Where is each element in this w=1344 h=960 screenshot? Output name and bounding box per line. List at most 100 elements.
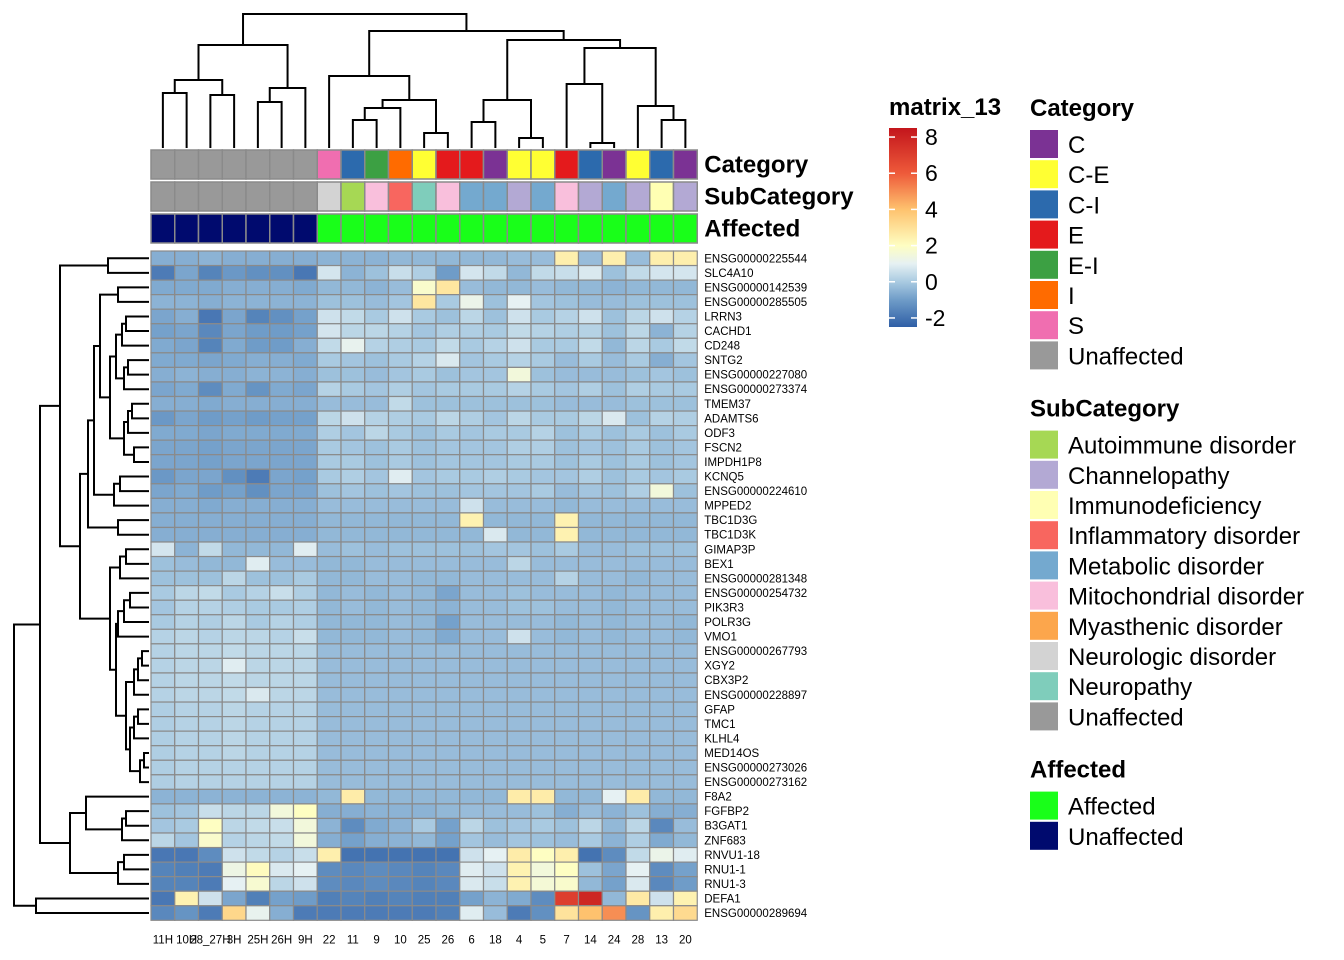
heatmap-cell — [221, 439, 247, 456]
heatmap-cell — [459, 395, 485, 412]
dendrogram-branch — [328, 75, 411, 148]
dendrogram-branch — [423, 132, 449, 148]
heatmap-cell — [197, 468, 223, 485]
heatmap-cell — [530, 381, 556, 398]
heatmap-cell — [245, 512, 271, 529]
colorbar-tick-label: 2 — [925, 233, 938, 259]
heatmap-cell — [435, 541, 461, 558]
heatmap-cell — [530, 730, 556, 747]
heatmap-cell — [387, 468, 413, 485]
dendrogram-branch — [85, 795, 149, 831]
legend-swatch — [1030, 672, 1058, 701]
heatmap-cell — [601, 337, 627, 354]
heatmap-cell — [649, 294, 675, 310]
heatmap-cell — [340, 497, 366, 514]
heatmap-cell — [221, 555, 247, 572]
heatmap-cell — [601, 541, 627, 558]
heatmap-cell — [316, 701, 342, 718]
column-label: 28 — [631, 934, 644, 946]
heatmap-cell — [245, 585, 271, 601]
heatmap-cell — [672, 468, 698, 485]
heatmap-cell — [577, 541, 603, 558]
heatmap-cell — [482, 701, 508, 718]
heatmap-cell — [672, 250, 698, 267]
heatmap-cell — [292, 512, 318, 529]
heatmap-cell — [554, 745, 580, 761]
heatmap-cell — [554, 599, 580, 616]
heatmap-cell — [459, 876, 485, 892]
heatmap-cell — [435, 294, 461, 310]
heatmap-cell — [411, 657, 437, 674]
heatmap-cell — [577, 337, 603, 354]
heatmap-cell — [482, 643, 508, 659]
heatmap-cell — [197, 366, 223, 383]
heatmap-cell — [577, 279, 603, 296]
heatmap-cell — [672, 861, 698, 878]
heatmap-cell — [269, 672, 295, 689]
heatmap-cell — [150, 803, 176, 820]
heatmap-cell — [197, 861, 223, 878]
annotation-cell — [269, 149, 295, 180]
heatmap-cell — [340, 876, 366, 892]
heatmap-cell — [530, 599, 556, 616]
legend-swatch — [1030, 311, 1058, 340]
heatmap-cell — [554, 410, 580, 427]
heatmap-cell — [316, 264, 342, 281]
heatmap-cell — [649, 861, 675, 878]
annotation-label: Category — [704, 152, 809, 179]
heatmap-cell — [221, 381, 247, 398]
heatmap-cell — [221, 657, 247, 674]
annotation-cell — [435, 149, 461, 180]
heatmap-cell — [554, 279, 580, 296]
heatmap-cell — [435, 701, 461, 718]
heatmap-cell — [197, 264, 223, 281]
heatmap-cell — [269, 410, 295, 427]
heatmap-cell — [221, 876, 247, 892]
heatmap-cell — [435, 381, 461, 398]
legend-swatch — [1030, 130, 1058, 158]
heatmap-cell — [245, 555, 271, 572]
heatmap-cell — [601, 395, 627, 412]
heatmap-cell — [197, 715, 223, 732]
heatmap-cell — [150, 381, 176, 398]
heatmap-cell — [459, 701, 485, 718]
dendrogram-branch — [13, 623, 40, 907]
heatmap-cell — [435, 745, 461, 761]
legend-label: C-E — [1068, 162, 1109, 189]
heatmap-cell — [411, 745, 437, 761]
dendrogram-branch — [35, 897, 149, 915]
heatmap-cell — [672, 352, 698, 369]
heatmap-cell — [340, 614, 366, 630]
heatmap-cell — [530, 294, 556, 310]
heatmap-cell — [577, 381, 603, 398]
heatmap-cell — [150, 366, 176, 383]
heatmap-cell — [482, 294, 508, 310]
annotation-cell — [649, 213, 675, 244]
heatmap-cell — [672, 657, 698, 674]
row-label: IMPDH1P8 — [704, 457, 762, 469]
heatmap-cell — [316, 468, 342, 485]
annotation-cell — [554, 181, 580, 212]
heatmap-cell — [554, 890, 580, 907]
heatmap-cell — [506, 395, 532, 412]
heatmap-cell — [387, 788, 413, 805]
heatmap-cell — [269, 846, 295, 863]
heatmap-cell — [364, 526, 390, 543]
heatmap-cell — [316, 381, 342, 398]
heatmap-cell — [625, 599, 651, 616]
heatmap-cell — [316, 686, 342, 703]
heatmap-cell — [506, 730, 532, 747]
heatmap-cell — [459, 294, 485, 310]
heatmap-cell — [577, 555, 603, 572]
column-label: 11 — [347, 934, 359, 946]
heatmap-cell — [435, 468, 461, 485]
heatmap-cell — [672, 628, 698, 645]
heatmap-cell — [649, 555, 675, 572]
heatmap-cell — [364, 803, 390, 820]
annotation-cell — [316, 181, 342, 212]
annotation-cell — [411, 149, 437, 180]
heatmap-cell — [292, 264, 318, 281]
heatmap-cell — [649, 817, 675, 834]
annotation-cell — [411, 213, 437, 244]
